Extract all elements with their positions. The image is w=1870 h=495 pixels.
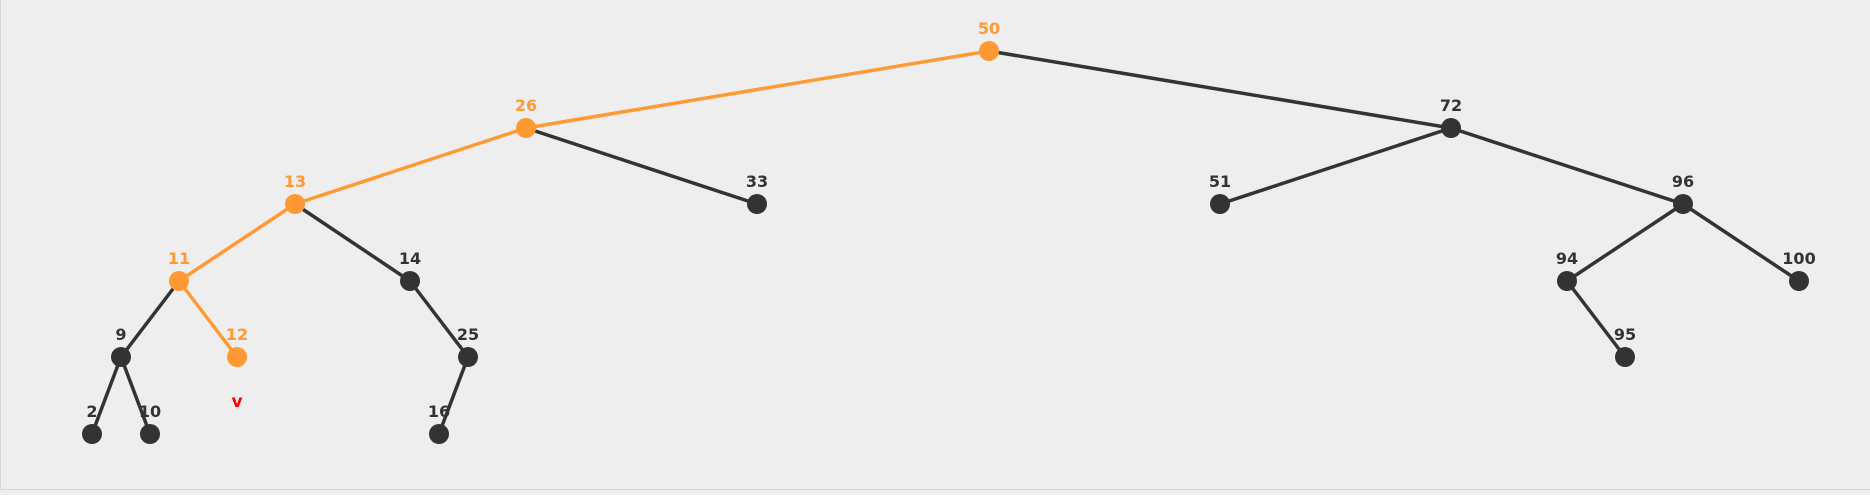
edge-50-26	[524, 49, 991, 130]
edge-14-25	[408, 279, 470, 359]
tree-node-12[interactable]	[227, 347, 247, 367]
tree-node-100[interactable]	[1789, 271, 1809, 291]
node-label-50: 50	[978, 19, 1000, 38]
node-label-25: 25	[457, 325, 479, 344]
tree-node-13[interactable]	[285, 194, 305, 214]
node-label-13: 13	[284, 172, 306, 191]
node-label-14: 14	[399, 249, 421, 268]
node-label-51: 51	[1209, 172, 1231, 191]
tree-node-16[interactable]	[429, 424, 449, 444]
edge-26-13	[293, 126, 528, 206]
node-label-33: 33	[746, 172, 768, 191]
node-label-11: 11	[168, 249, 190, 268]
node-label-72: 72	[1440, 96, 1462, 115]
edge-9-10	[119, 355, 152, 436]
edge-11-12	[177, 279, 239, 359]
edge-26-33	[524, 126, 759, 206]
edge-96-94	[1565, 202, 1685, 283]
tree-node-50[interactable]	[979, 41, 999, 61]
tree-node-95[interactable]	[1615, 347, 1635, 367]
tree-node-14[interactable]	[400, 271, 420, 291]
tree-node-2[interactable]	[82, 424, 102, 444]
tree-node-96[interactable]	[1673, 194, 1693, 214]
edge-11-9	[119, 279, 181, 359]
node-label-94: 94	[1556, 249, 1578, 268]
edge-50-72	[987, 49, 1453, 130]
edges-layer	[90, 49, 1801, 436]
tree-node-33[interactable]	[747, 194, 767, 214]
node-label-10: 10	[139, 402, 161, 421]
edge-13-11	[177, 202, 297, 283]
node-label-16: 16	[428, 402, 450, 421]
nodes-layer	[82, 41, 1809, 444]
tree-node-10[interactable]	[140, 424, 160, 444]
node-label-96: 96	[1672, 172, 1694, 191]
tree-node-94[interactable]	[1557, 271, 1577, 291]
edge-72-51	[1218, 126, 1453, 206]
tree-node-9[interactable]	[111, 347, 131, 367]
tree-node-72[interactable]	[1441, 118, 1461, 138]
edge-25-16	[437, 355, 470, 436]
edge-72-96	[1449, 126, 1685, 206]
tree-node-25[interactable]	[458, 347, 478, 367]
node-label-9: 9	[115, 325, 126, 344]
node-label-26: 26	[515, 96, 537, 115]
edge-96-100	[1681, 202, 1801, 283]
node-label-2: 2	[86, 402, 97, 421]
tree-node-51[interactable]	[1210, 194, 1230, 214]
node-label-12: 12	[226, 325, 248, 344]
tree-node-26[interactable]	[516, 118, 536, 138]
node-label-100: 100	[1782, 249, 1815, 268]
tree-node-11[interactable]	[169, 271, 189, 291]
edge-13-14	[293, 202, 412, 283]
edge-9-2	[90, 355, 123, 436]
labels-layer: 50 26 72 13 33 51 96 11 14 94 100 9 12 25 95 2 10 16 v	[86, 19, 1815, 421]
edge-94-95	[1565, 279, 1627, 359]
insert-marker-label: v	[231, 392, 242, 412]
node-label-95: 95	[1614, 325, 1636, 344]
